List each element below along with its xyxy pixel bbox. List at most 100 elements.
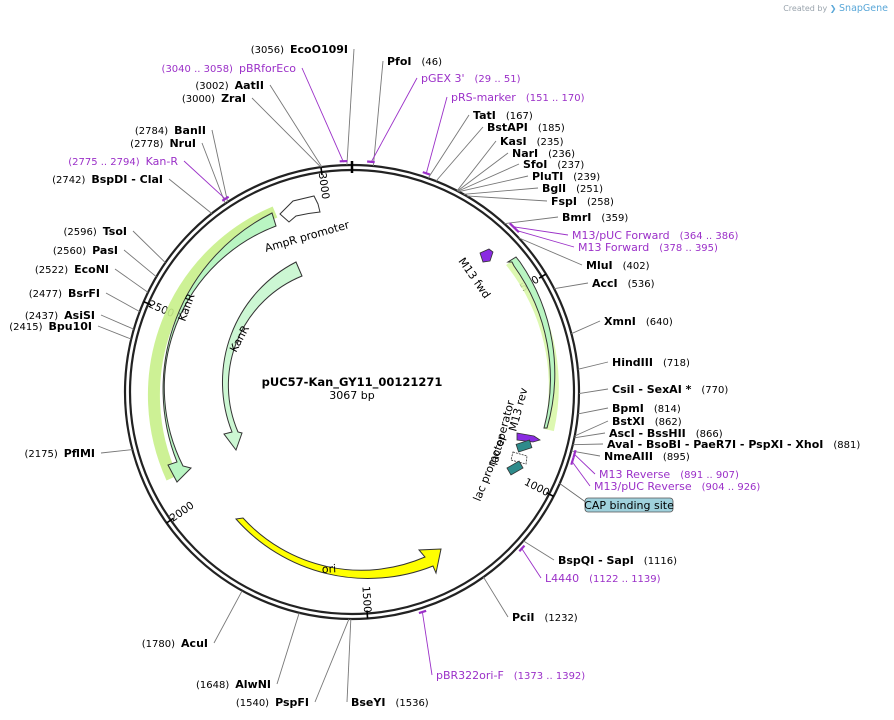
enzyme-label[interactable]: (2784)BanII: [135, 124, 206, 137]
enzyme-label[interactable]: PciI(1232): [512, 611, 578, 624]
snapgene-logo-icon: ❯: [829, 4, 837, 13]
enzyme-label[interactable]: (2775 .. 2794)Kan-R: [68, 155, 178, 168]
enzyme-label[interactable]: L4440(1122 .. 1139): [545, 572, 661, 585]
enzyme-label[interactable]: BspQI - SapI(1116): [558, 554, 677, 567]
enzyme-name: XmnI: [604, 315, 636, 328]
enzyme-label[interactable]: BmrI(359): [562, 211, 628, 224]
tick-mark: [366, 610, 369, 619]
enzyme-label[interactable]: M13 Reverse(891 .. 907): [599, 468, 739, 481]
enzyme-label[interactable]: SfoI(237): [523, 158, 584, 171]
enzyme-leader: [515, 229, 575, 248]
snapgene-credit: Created by ❯ SnapGene: [783, 3, 888, 14]
enzyme-position: (640): [646, 317, 673, 328]
kanr-outer-highlight: [147, 206, 278, 481]
enzyme-leader: [577, 361, 609, 370]
feature-cap-binding-site[interactable]: [584, 497, 674, 513]
feature-ampr-promoter[interactable]: [279, 195, 321, 223]
enzyme-name: SfoI: [523, 158, 547, 171]
enzyme-position: (46): [422, 57, 443, 68]
feature-m13-rev[interactable]: [516, 432, 541, 443]
enzyme-label[interactable]: XmnI (640): [604, 315, 673, 328]
enzyme-label[interactable]: (2778)NruI: [130, 137, 196, 150]
enzyme-label[interactable]: BglI(251): [542, 182, 603, 195]
enzyme-label[interactable]: pBR322ori-F(1373 .. 1392): [436, 669, 585, 682]
enzyme-label[interactable]: pRS-marker(151 .. 170): [451, 91, 585, 104]
feature-lac-operator[interactable]: [515, 439, 533, 453]
enzyme-label[interactable]: pGEX 3'(29 .. 51): [421, 72, 521, 85]
feature-lac-promoter-arrow[interactable]: [510, 451, 528, 465]
enzyme-label[interactable]: (2437)AsiSI: [25, 309, 95, 322]
enzyme-label[interactable]: (2596)TsoI: [63, 225, 127, 238]
enzyme-label[interactable]: TatI(167): [473, 109, 533, 122]
enzyme-leader: [372, 60, 384, 167]
enzyme-name: TsoI: [103, 225, 127, 238]
enzyme-position: (814): [654, 404, 681, 415]
enzyme-label[interactable]: MluI(402): [586, 259, 650, 272]
enzyme-name: FspI: [551, 195, 577, 208]
primer-site-mark: [367, 160, 375, 164]
enzyme-label[interactable]: M13/pUC Forward(364 .. 386): [572, 229, 738, 242]
enzyme-leader: [511, 226, 569, 236]
enzyme-position: (2415): [9, 322, 42, 333]
enzyme-label[interactable]: NmeAIII(895): [604, 450, 690, 463]
enzyme-label[interactable]: BstXI(862): [612, 415, 682, 428]
enzyme-label[interactable]: BpmI (814): [612, 402, 681, 415]
enzyme-label[interactable]: (2175)PflMI: [24, 447, 95, 460]
enzyme-label[interactable]: (1780)AcuI: [142, 637, 208, 650]
feature-label-lac-promoter: lac promoter: [471, 433, 510, 504]
feature-ori[interactable]: [235, 517, 442, 579]
enzyme-leader: [456, 140, 497, 192]
feature-label-m13-fwd: M13 fwd: [456, 255, 493, 301]
enzyme-label[interactable]: BstAPI(185): [487, 121, 565, 134]
enzyme-name: BsrFI: [68, 287, 100, 300]
enzyme-label[interactable]: (3056)EcoO109I: [251, 43, 348, 56]
feature-kanr-mid[interactable]: [222, 261, 303, 452]
enzyme-label[interactable]: (3002)AatII: [195, 79, 264, 92]
enzyme-label[interactable]: (2415) Bpu10I: [9, 320, 92, 333]
enzyme-label[interactable]: (3040 .. 3058) pBRforEco: [162, 62, 297, 75]
feature-m13-fwd[interactable]: [479, 248, 494, 263]
enzyme-position: (1648): [196, 680, 229, 691]
enzyme-label[interactable]: AscI - BssHII(866): [609, 427, 723, 440]
enzyme-label[interactable]: AvaI - BsoBI - PaeR7I - PspXI - XhoI(881…: [607, 438, 860, 451]
enzyme-position: (251): [576, 184, 603, 195]
enzyme-label[interactable]: BseYI(1536): [351, 696, 429, 709]
enzyme-label[interactable]: NarI(236): [512, 147, 575, 160]
enzyme-name: KasI: [500, 135, 527, 148]
enzyme-position: (1232): [544, 613, 577, 624]
enzyme-labels: (3056)EcoO109I(3040 .. 3058)pBRforEco(30…: [9, 43, 860, 709]
enzyme-label[interactable]: M13/pUC Reverse(904 .. 926): [594, 480, 760, 493]
enzyme-label[interactable]: PfoI (46): [387, 55, 442, 68]
enzyme-leader: [571, 320, 601, 335]
feature-lac-promoter[interactable]: [506, 460, 524, 476]
enzyme-name: BpmI: [612, 402, 644, 415]
enzyme-label[interactable]: (2522)EcoNI: [35, 263, 109, 276]
enzyme-name: PfoI: [387, 55, 412, 68]
enzyme-label[interactable]: (1648)AlwNI: [196, 678, 271, 691]
enzyme-name: pBRforEco: [239, 62, 296, 75]
enzyme-name: BstXI: [612, 415, 645, 428]
enzyme-position: (3056): [251, 45, 284, 56]
feature-forward-green[interactable]: [506, 256, 556, 429]
enzyme-label[interactable]: (2477)BsrFI: [29, 287, 100, 300]
enzyme-name: Bpu10I: [49, 320, 93, 333]
enzyme-leader: [571, 460, 591, 487]
enzyme-label[interactable]: KasI(235): [500, 135, 564, 148]
enzyme-label[interactable]: (2742)BspDI - ClaI: [52, 173, 163, 186]
enzyme-label[interactable]: (2560)PasI: [53, 244, 118, 257]
enzyme-label[interactable]: CsiI - SexAI *(770): [612, 383, 728, 396]
tick-mark: [166, 517, 174, 524]
feature-kanr-outer[interactable]: [162, 212, 277, 483]
enzyme-label[interactable]: M13 Forward(378 .. 395): [578, 241, 718, 254]
enzyme-label[interactable]: HindIII(718): [612, 356, 690, 369]
enzyme-label[interactable]: FspI(258): [551, 195, 614, 208]
enzyme-position: (2778): [130, 139, 163, 150]
enzyme-label[interactable]: (1540)PspFI: [236, 696, 309, 709]
enzyme-label[interactable]: PluTI(239): [532, 170, 600, 183]
enzyme-position: (3040 .. 3058): [162, 64, 234, 75]
enzyme-label[interactable]: AccI(536): [592, 277, 655, 290]
enzyme-position: (904 .. 926): [702, 482, 761, 493]
enzyme-name: PflMI: [64, 447, 95, 460]
enzyme-label[interactable]: (3000)ZraI: [182, 92, 246, 105]
